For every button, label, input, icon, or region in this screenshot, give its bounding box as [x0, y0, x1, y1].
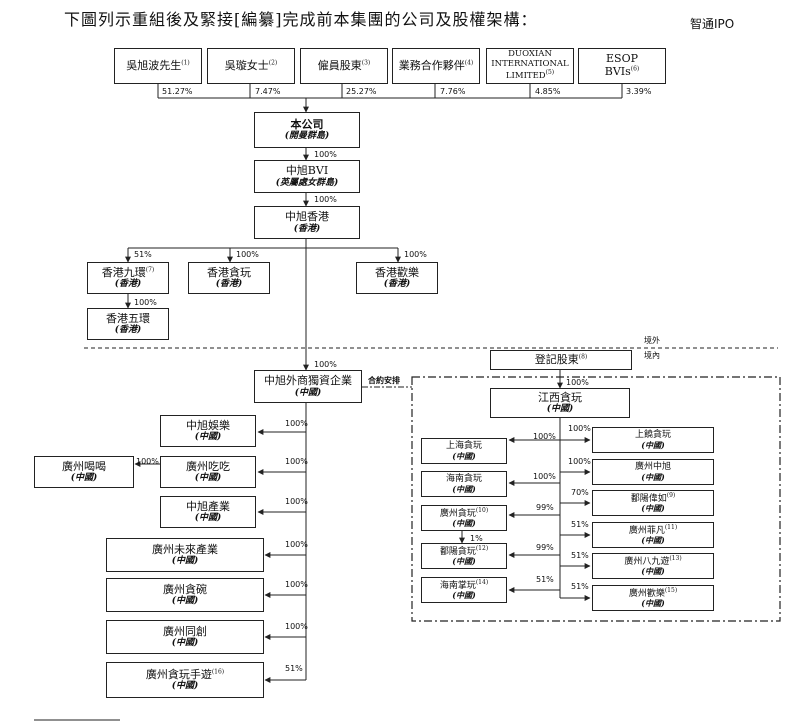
pct-label: 4.85% — [535, 87, 561, 96]
pct-label: 100% — [236, 250, 259, 259]
pct-label: 51% — [571, 551, 589, 560]
pct-label: 51% — [134, 250, 152, 259]
pct-label: 7.47% — [255, 87, 281, 96]
shareholder-box: 業務合作夥伴(4) — [392, 48, 480, 84]
shareholder-box: DUOXIAN INTERNATIONAL LIMITED(5) — [486, 48, 574, 84]
reg-shareholder-box: 登記股東(8) — [490, 350, 632, 370]
pct-label: 70% — [571, 488, 589, 497]
wfoe-sub-box: 廣州吃吃 (中國) — [160, 456, 256, 488]
contract-label: 合約安排 — [368, 375, 400, 385]
page-title: 下圖列示重組後及緊接[編纂]完成前本集團的公司及股權架構： — [64, 10, 538, 29]
shareholder-box: 吳旭波先生(1) — [114, 48, 202, 84]
hk-sub-box: 香港貪玩 (香港) — [188, 262, 270, 294]
jx-right-box: 鄱陽偉如(9) (中國) — [592, 490, 714, 516]
pct-label: 51.27% — [162, 87, 193, 96]
pct-label: 99% — [536, 543, 554, 552]
jx-left-box: 海南掌玩(14) (中國) — [421, 577, 507, 603]
hk-box: 中旭香港 (香港) — [254, 206, 360, 239]
pct-label: 51% — [536, 575, 554, 584]
shareholder-box: 僱員股東(3) — [300, 48, 388, 84]
jx-right-box: 上饒貪玩 (中國) — [592, 427, 714, 453]
pct-label: 51% — [285, 664, 303, 673]
jx-left-box: 廣州貪玩(10) (中國) — [421, 505, 507, 531]
jx-right-box: 廣州菲凡(11) (中國) — [592, 522, 714, 548]
pct-label: 100% — [285, 622, 308, 631]
pct-label: 100% — [285, 580, 308, 589]
pct-label: 7.76% — [440, 87, 466, 96]
wfoe-sub-box: 中旭娛樂 (中國) — [160, 415, 256, 447]
offshore-label: 境外 — [644, 336, 660, 345]
pct-label: 51% — [571, 582, 589, 591]
pct-label: 100% — [533, 472, 556, 481]
hk-wuhuan-box: 香港五環 (香港) — [87, 308, 169, 340]
bvi-box: 中旭BVI (英屬處女群島) — [254, 160, 360, 193]
jiangxi-box: 江西貪玩 (中國) — [490, 388, 630, 418]
pct-label: 100% — [136, 457, 159, 466]
pct-label: 100% — [285, 497, 308, 506]
shareholder-box: ESOP BVIs(6) — [578, 48, 666, 84]
onshore-label: 境內 — [644, 351, 660, 360]
pct-label: 100% — [285, 419, 308, 428]
pct-label: 100% — [566, 378, 589, 387]
pct-label: 100% — [314, 360, 337, 369]
wfoe-sub-box: 廣州未來產業 (中國) — [106, 538, 264, 572]
pct-label: 100% — [285, 457, 308, 466]
jx-left-box: 海南貪玩 (中國) — [421, 471, 507, 497]
pct-label: 51% — [571, 520, 589, 529]
pct-label: 100% — [568, 424, 591, 433]
watermark: 智通IPO — [690, 17, 735, 31]
wfoe-box: 中旭外商獨資企業 (中國) — [254, 370, 362, 403]
wfoe-sub-box: 廣州貪碗 (中國) — [106, 578, 264, 612]
wfoe-sub-box: 廣州同創 (中國) — [106, 620, 264, 654]
jx-left-box: 鄱陽貪玩(12) (中國) — [421, 543, 507, 569]
wfoe-sub-box: 中旭產業 (中國) — [160, 496, 256, 528]
pct-label: 100% — [134, 298, 157, 307]
pct-label: 99% — [536, 503, 554, 512]
jx-right-box: 廣州歡樂(15) (中國) — [592, 585, 714, 611]
company-box: 本公司 (開曼群島) — [254, 112, 360, 148]
jx-right-box: 廣州八九遊(13) (中國) — [592, 553, 714, 579]
jx-right-box: 廣州中旭 (中國) — [592, 459, 714, 485]
pct-label: 100% — [533, 432, 556, 441]
shareholder-box: 吳璇女士(2) — [207, 48, 295, 84]
pct-label: 100% — [314, 150, 337, 159]
pct-label: 3.39% — [626, 87, 652, 96]
pct-label: 25.27% — [346, 87, 377, 96]
pct-label: 100% — [404, 250, 427, 259]
pct-label: 1% — [470, 534, 483, 543]
hk-sub-box: 香港歡樂 (香港) — [356, 262, 438, 294]
hk-sub-box: 香港九環(7) (香港) — [87, 262, 169, 294]
jx-left-box: 上海貪玩 (中國) — [421, 438, 507, 464]
pct-label: 100% — [568, 457, 591, 466]
pct-label: 100% — [285, 540, 308, 549]
pct-label: 100% — [314, 195, 337, 204]
hewho-box: 廣州喝喝 (中國) — [34, 456, 134, 488]
wfoe-sub-box: 廣州貪玩手遊(16) (中國) — [106, 662, 264, 698]
